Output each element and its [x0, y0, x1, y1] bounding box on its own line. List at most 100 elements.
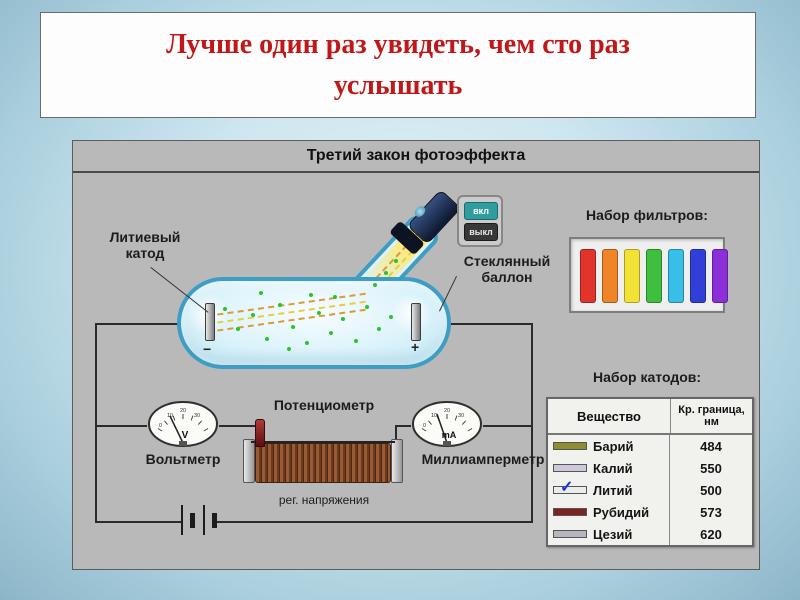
svg-text:20: 20: [444, 408, 450, 414]
filter-swatch[interactable]: [580, 249, 596, 303]
filter-swatch[interactable]: [646, 249, 662, 303]
rheostat-coil: [255, 443, 391, 483]
lamp-switch-panel: вкл выкл: [457, 195, 503, 247]
limit-column-header: Кр. граница, нм: [671, 399, 752, 433]
cathode-name-cell: Цезий: [548, 523, 670, 545]
filter-swatch[interactable]: [668, 249, 684, 303]
battery-plate: [181, 505, 183, 535]
circuit-wire: [95, 323, 97, 521]
bulb-label: Стеклянный баллон: [451, 253, 563, 285]
cathode-label-line2: катод: [125, 245, 165, 262]
svg-text:30: 30: [194, 413, 200, 419]
voltmeter: 0 10 20 30 V: [147, 400, 219, 453]
battery-plate: [203, 505, 205, 535]
rheostat: [243, 419, 403, 485]
cathode-table-header: Вещество Кр. граница, нм: [548, 399, 752, 435]
check-icon: ✓: [560, 479, 574, 496]
circuit-wire: [95, 521, 181, 523]
plus-sign: +: [411, 339, 420, 355]
circuit-wire: [217, 521, 533, 523]
cathode-limit-value: 484: [700, 438, 722, 454]
filter-bars: [580, 249, 728, 303]
cathode-material-swatch: [553, 508, 587, 516]
cathode-name: Калий: [593, 460, 633, 476]
cathode-material-swatch: [553, 530, 587, 538]
cathode-row[interactable]: Рубидий 573: [548, 501, 752, 523]
bulb-label-line2: баллон: [481, 269, 533, 286]
circuit-wire: [95, 323, 180, 325]
cathode-material-swatch: [553, 486, 587, 494]
cathode-name: Рубидий: [593, 504, 650, 520]
cathode-name-cell: ✓ Литий: [548, 479, 670, 501]
cathode-row[interactable]: Цезий 620: [548, 523, 752, 545]
circuit-wire: [531, 323, 533, 521]
filter-swatch[interactable]: [712, 249, 728, 303]
cathode-limit-value: 500: [700, 482, 722, 498]
battery-plate: [190, 513, 195, 528]
cathode-name: Барий: [593, 438, 634, 454]
voltmeter-dial: 0 10 20 30 V: [148, 401, 218, 447]
circuit-wire: [449, 323, 533, 325]
battery-symbol: [177, 505, 221, 537]
cathode-limit-value: 550: [700, 460, 722, 476]
cathode-name: Литий: [593, 482, 633, 498]
cathode-row[interactable]: Калий 550: [548, 457, 752, 479]
limit-header-line2: нм: [704, 416, 719, 428]
slide-title: Лучше один раз увидеть, чем сто раз услы…: [166, 29, 630, 101]
glass-bulb: − +: [177, 277, 451, 369]
rheostat-cap-left: [243, 439, 255, 483]
circuit-wire: [395, 425, 397, 441]
rheostat-rail: [251, 441, 395, 443]
battery-plate: [212, 513, 217, 528]
cathode-material-swatch: [553, 464, 587, 472]
filters-box: [569, 237, 728, 313]
filter-swatch[interactable]: [624, 249, 640, 303]
svg-text:10: 10: [431, 413, 437, 419]
svg-text:0: 0: [423, 423, 426, 429]
circuit-wire: [395, 425, 411, 427]
anode-electrode: [411, 303, 421, 341]
milliammeter-needle: [436, 413, 448, 444]
switch-off-button[interactable]: выкл: [464, 223, 498, 241]
voltmeter-needle: [169, 415, 184, 444]
voltmeter-label: Вольтметр: [145, 451, 221, 467]
minus-sign: −: [203, 341, 212, 357]
cathode-name: Цезий: [593, 526, 633, 542]
milliammeter-label: Миллиамперметр: [421, 451, 545, 467]
milliammeter: 0 10 20 30 mA: [411, 400, 483, 453]
potentiometer-label: Потенциометр: [273, 397, 375, 413]
cathode-row[interactable]: Барий 484: [548, 435, 752, 457]
rheostat-wiper[interactable]: [255, 419, 265, 447]
svg-text:20: 20: [180, 408, 186, 414]
bulb-label-line1: Стеклянный: [463, 253, 551, 269]
cathode-label: Литиевый катод: [89, 229, 201, 261]
filter-swatch[interactable]: [602, 249, 618, 303]
circuit-wire: [483, 425, 531, 427]
limit-header-line1: Кр. граница,: [678, 403, 745, 416]
cathode-row[interactable]: ✓ Литий 500: [548, 479, 752, 501]
milliammeter-unit: mA: [442, 430, 457, 440]
cathodes-label: Набор катодов:: [592, 369, 702, 385]
cathode-label-line1: Литиевый: [109, 229, 181, 245]
cathode-limit-value: 620: [700, 526, 722, 542]
milliammeter-dial: 0 10 20 30 mA: [412, 401, 482, 447]
cathode-name-cell: Барий: [548, 435, 670, 457]
cathode-limit-value: 573: [700, 504, 722, 520]
cathode-electrode: [205, 303, 215, 341]
filters-label: Набор фильтров:: [586, 207, 708, 223]
svg-text:0: 0: [159, 423, 162, 429]
cathode-name-cell: Рубидий: [548, 501, 670, 523]
switch-on-button[interactable]: вкл: [464, 202, 498, 220]
svg-text:30: 30: [458, 413, 464, 419]
cathode-name-cell: Калий: [548, 457, 670, 479]
cathode-material-swatch: [553, 442, 587, 450]
rheostat-cap-right: [391, 439, 403, 483]
panel-title: Третий закон фотоэффекта: [73, 141, 759, 173]
substance-column-header: Вещество: [548, 399, 671, 433]
regulator-label: рег. напряжения: [278, 493, 370, 507]
filter-swatch[interactable]: [690, 249, 706, 303]
circuit-wire: [219, 425, 259, 427]
